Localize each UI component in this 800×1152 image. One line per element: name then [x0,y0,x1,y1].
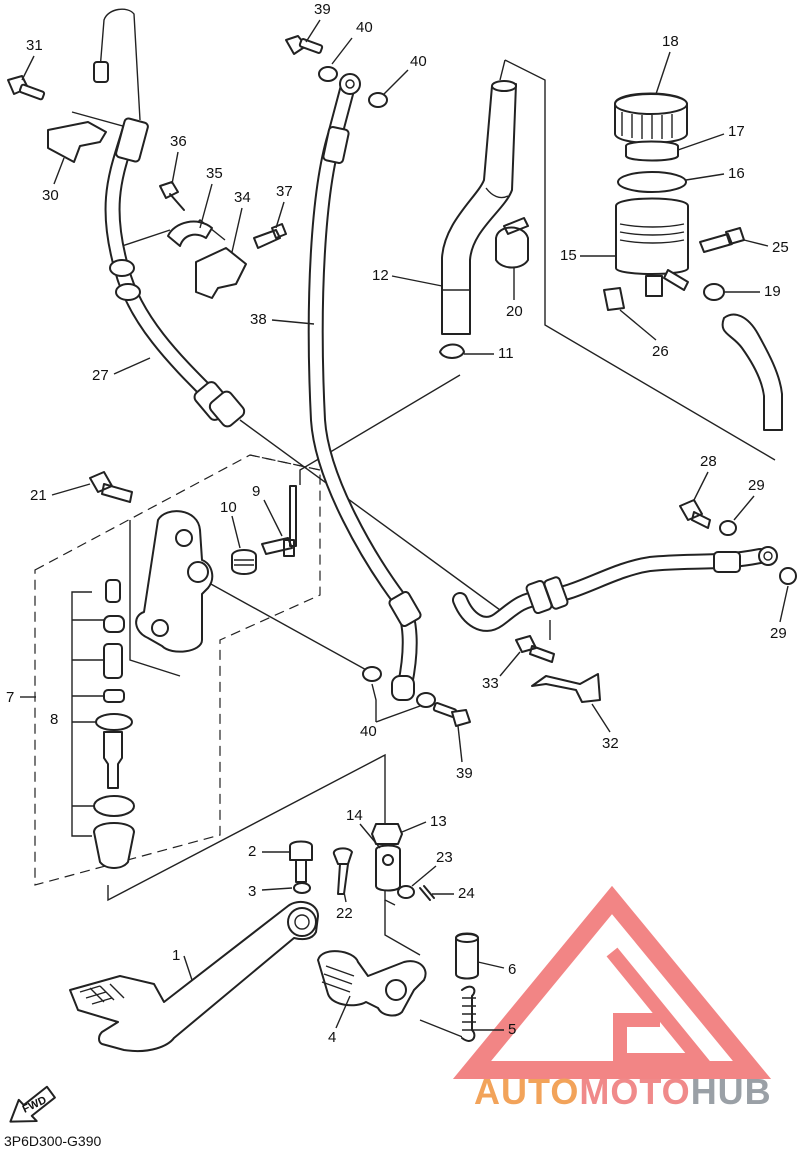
callout-16: 16 [728,165,745,182]
pin-22 [332,847,353,895]
bracket-30 [47,121,107,163]
bolt-28 [679,499,711,529]
callout-18: 18 [662,33,679,50]
reservoir-cap-18 [614,92,688,144]
bracket-34 [195,247,247,299]
callout-9: 9 [252,483,260,500]
watermark-logo [452,885,772,1079]
callout-40-b: 40 [410,53,427,70]
brake-shaft-4 [317,950,427,1017]
callout-24: 24 [458,885,475,902]
washer-40-b [368,92,388,108]
callout-27: 27 [92,367,109,384]
callout-29-b: 29 [770,625,787,642]
bracket-35 [167,220,213,247]
watermark-auto: AUTO [474,1071,579,1112]
callout-1: 1 [172,947,180,964]
callout-7: 7 [6,689,14,706]
rod-9 [261,485,297,557]
clip-19 [703,283,725,301]
callout-3: 3 [248,883,256,900]
callout-22: 22 [336,905,353,922]
callout-39-top: 39 [314,1,331,18]
hose-clamp-20 [495,217,529,269]
callout-39-bottom: 39 [456,765,473,782]
callout-19: 19 [764,283,781,300]
callout-5: 5 [508,1021,516,1038]
reservoir-15 [615,197,689,275]
bracket-32 [531,673,601,703]
callout-28: 28 [700,453,717,470]
callout-32: 32 [602,735,619,752]
callout-29-a: 29 [748,477,765,494]
callout-13: 13 [430,813,447,830]
bolt-25 [699,227,745,253]
watermark-text: AUTOMOTOHUB [474,1071,772,1112]
callout-2: 2 [248,843,256,860]
callout-11: 11 [498,345,514,362]
callout-15: 15 [560,247,577,264]
fwd-arrow: FWD [9,1085,56,1123]
callout-38: 38 [250,311,267,328]
reservoir-hose-12 [441,83,517,335]
callout-25: 25 [772,239,789,256]
callout-21: 21 [30,487,47,504]
leader-lines [107,753,396,906]
callout-30: 30 [42,187,59,204]
washer-40-c [362,666,382,682]
callout-17: 17 [728,123,745,140]
hose-reservoir-lower [721,313,783,431]
callout-40-c: 40 [360,723,377,740]
callout-34: 34 [234,189,251,206]
bolt-39-bottom [432,702,471,727]
diaphragm-plate-17 [625,140,679,162]
washer-40-a [318,66,338,82]
bolt-37 [253,223,287,249]
callout-37: 37 [276,183,293,200]
bolt-31 [7,75,46,101]
callout-8: 8 [50,711,58,728]
spring-10 [231,549,257,575]
callout-4: 4 [328,1029,336,1046]
callout-10: 10 [220,499,237,516]
bolt-21 [89,471,133,503]
watermark-hub: HUB [691,1071,772,1112]
diaphragm-16 [617,171,687,193]
nut-13 [371,823,403,845]
watermark-moto: MOTO [579,1071,690,1112]
master-cylinder-body [135,510,214,653]
callout-40-a: 40 [356,19,373,36]
washer-29-b [779,567,797,585]
washer-3 [293,882,311,894]
callout-31: 31 [26,37,43,54]
callout-14: 14 [346,807,363,824]
callout-26: 26 [652,343,669,360]
callout-12: 12 [372,267,389,284]
piston-kit [93,579,135,869]
cotter-pin-24 [419,885,435,901]
callout-23: 23 [436,849,453,866]
bolt-2 [289,840,313,883]
bolt-39-top [285,35,324,55]
callout-6: 6 [508,961,516,978]
nut-26 [603,287,625,311]
diagram-code: 3P6D300-G390 [4,1133,102,1149]
joint-14 [375,844,401,892]
washer-23 [397,885,415,899]
bolt-33 [515,635,555,663]
callout-33: 33 [482,675,499,692]
callout-36: 36 [170,133,187,150]
bolt-36 [159,181,185,211]
hose-clip-11 [439,343,465,359]
washer-29-a [719,520,737,536]
master-cylinder-assembly-outline [34,454,321,886]
brake-pedal-1 [69,900,319,1052]
callout-20: 20 [506,303,523,320]
callout-labels: 1 2 3 4 5 6 7 8 9 10 11 12 13 14 15 16 1… [6,1,789,1046]
callout-35: 35 [206,165,223,182]
